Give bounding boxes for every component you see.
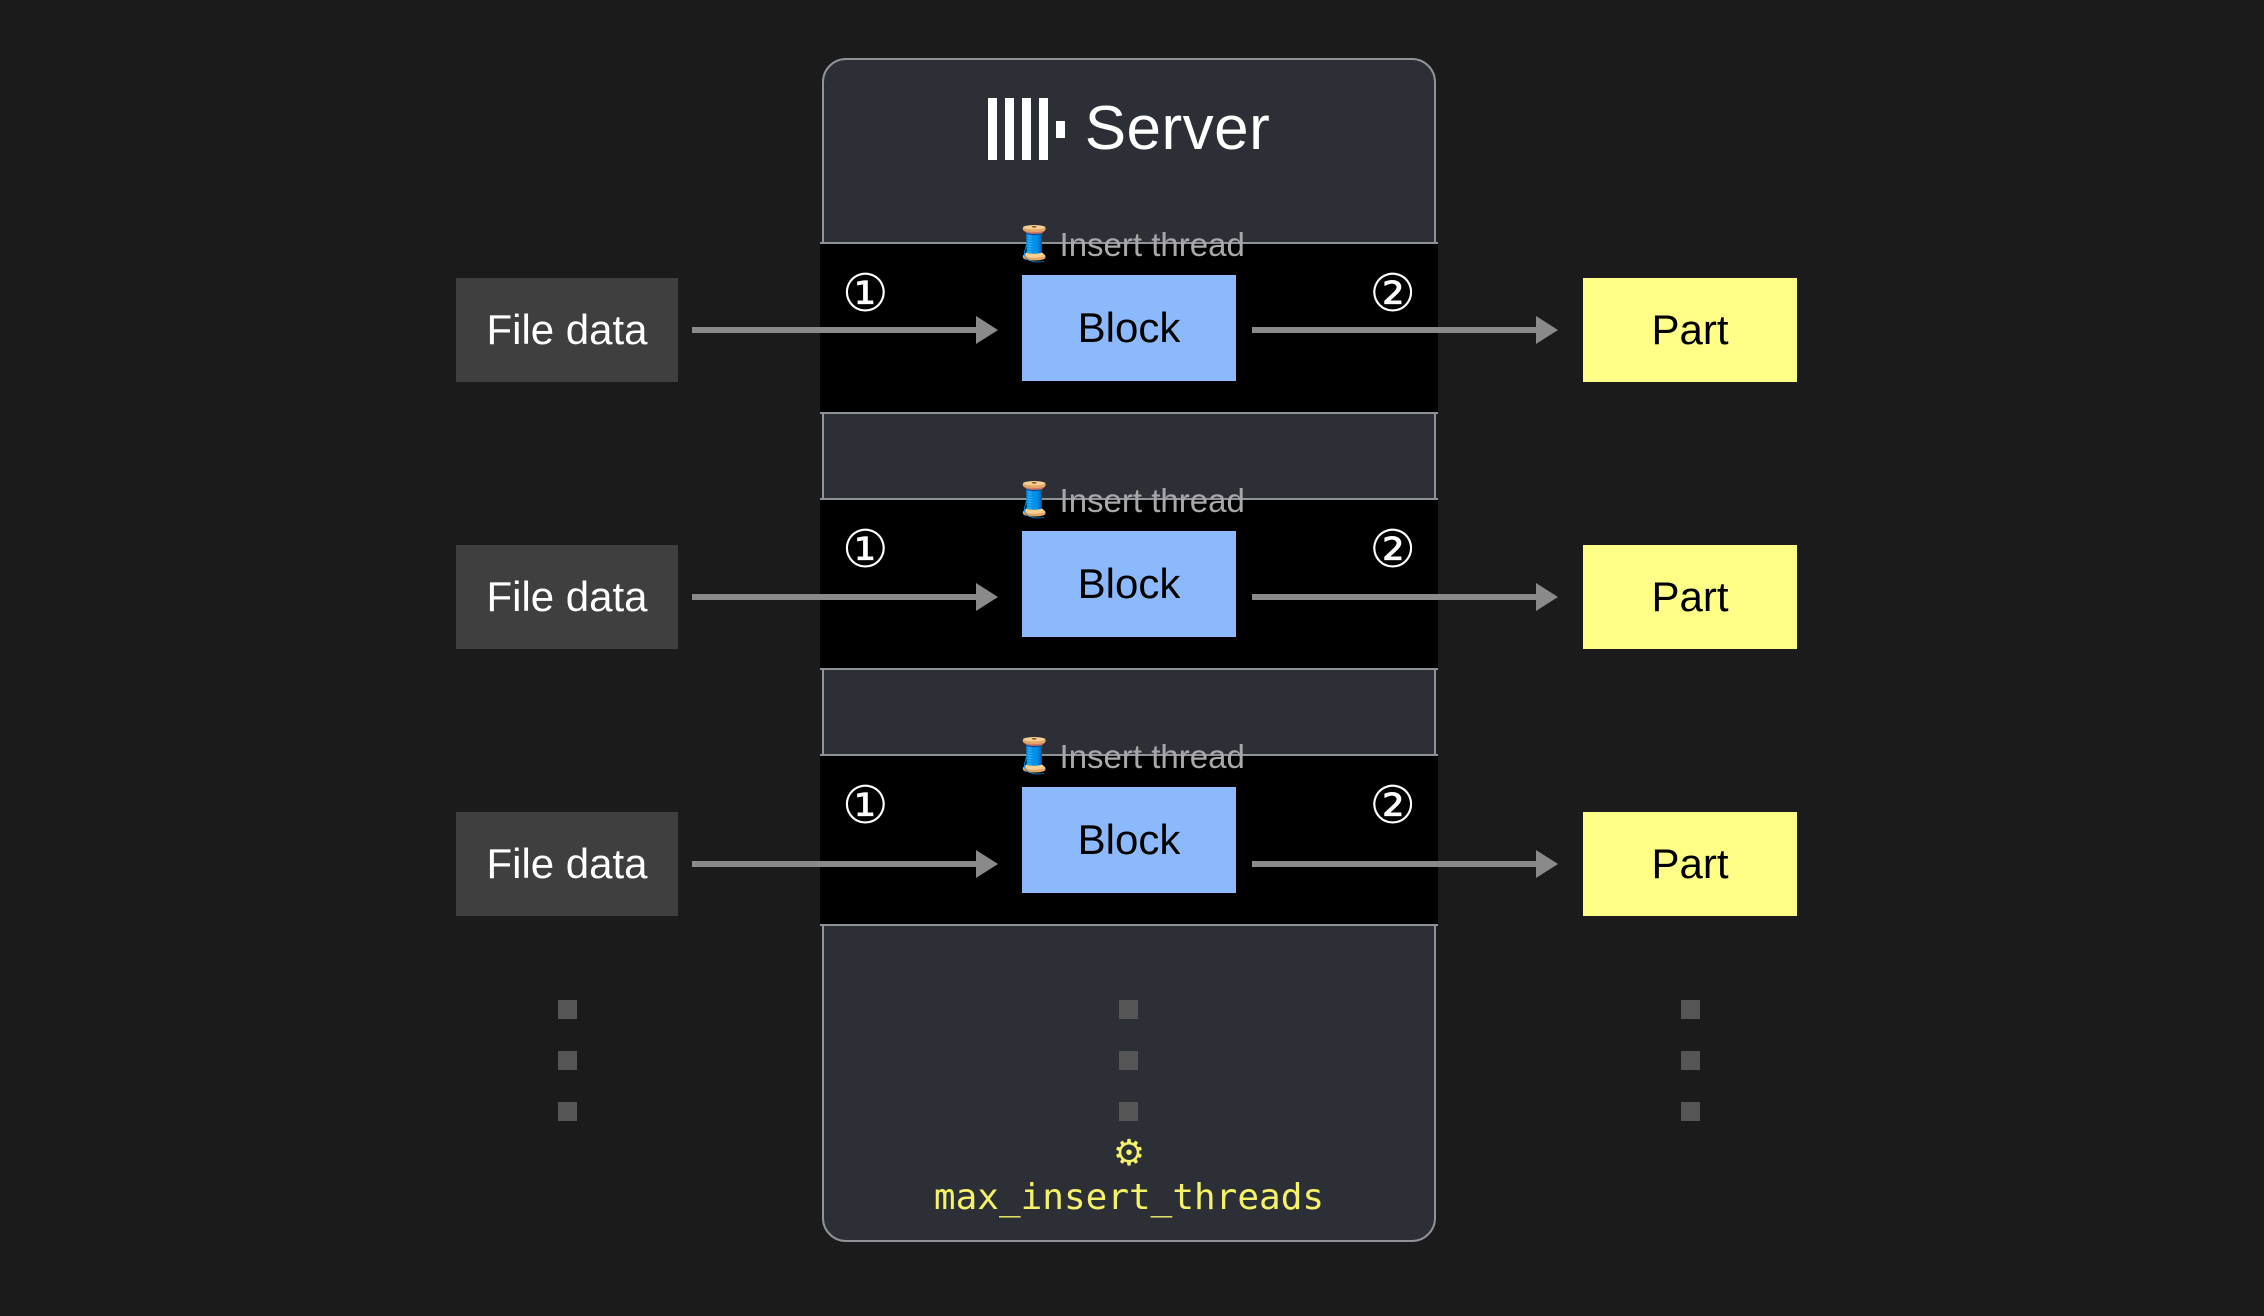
file-data-box: File data <box>456 812 678 916</box>
part-label: Part <box>1651 573 1729 620</box>
part-box: Part <box>1583 812 1797 916</box>
arrow-block-to-part <box>1252 594 1538 600</box>
setting-name-label: max_insert_threads <box>933 1177 1325 1218</box>
insert-thread-band: 🧵 Insert thread ① ② Block <box>820 483 1438 670</box>
clickhouse-logo-icon <box>987 98 1065 160</box>
ellipsis-square <box>1681 1102 1700 1121</box>
block-label: Block <box>1077 304 1181 351</box>
part-box: Part <box>1583 545 1797 649</box>
ellipsis-dots-right <box>1681 1000 1700 1121</box>
file-data-box: File data <box>456 278 678 382</box>
insert-thread-label-text: Insert thread <box>1059 481 1245 519</box>
block-box: Block <box>1022 275 1236 381</box>
ellipsis-square <box>1119 1102 1138 1121</box>
file-data-label: File data <box>486 306 648 353</box>
ellipsis-square <box>558 1102 577 1121</box>
part-label: Part <box>1651 840 1729 887</box>
step-number-one: ① <box>842 265 889 323</box>
gear-icon: ⚙ <box>1112 1132 1146 1173</box>
ellipsis-square <box>1681 1000 1700 1019</box>
ellipsis-square <box>1119 1051 1138 1070</box>
step-number-two: ② <box>1369 265 1416 323</box>
arrow-file-to-block <box>692 594 978 600</box>
file-data-label: File data <box>486 573 648 620</box>
insert-thread-label: 🧵 Insert thread <box>1011 739 1247 773</box>
arrow-file-to-block <box>692 327 978 333</box>
arrow-file-to-block <box>692 861 978 867</box>
insert-thread-label: 🧵 Insert thread <box>1011 227 1247 261</box>
step-number-one: ① <box>842 521 889 579</box>
part-box: Part <box>1583 278 1797 382</box>
insert-thread-band: 🧵 Insert thread ① ② Block <box>820 739 1438 926</box>
ellipsis-dots-middle <box>1119 1000 1138 1121</box>
server-title-label: Server <box>1084 94 1271 163</box>
step-number-two: ② <box>1369 777 1416 835</box>
ellipsis-square <box>558 1000 577 1019</box>
thread-spool-icon: 🧵 <box>1013 481 1056 519</box>
thread-spool-icon: 🧵 <box>1013 737 1056 775</box>
thread-spool-icon: 🧵 <box>1013 225 1056 263</box>
ellipsis-square <box>1119 1000 1138 1019</box>
arrow-block-to-part <box>1252 861 1538 867</box>
setting-annotation: ⚙ max_insert_threads <box>822 1132 1436 1219</box>
step-number-two: ② <box>1369 521 1416 579</box>
block-label: Block <box>1077 560 1181 607</box>
ellipsis-square <box>558 1051 577 1070</box>
insert-thread-label-text: Insert thread <box>1059 737 1245 775</box>
block-label: Block <box>1077 816 1181 863</box>
arrow-block-to-part <box>1252 327 1538 333</box>
file-data-label: File data <box>486 840 648 887</box>
block-box: Block <box>1022 531 1236 637</box>
ellipsis-square <box>1681 1051 1700 1070</box>
block-box: Block <box>1022 787 1236 893</box>
server-title: Server <box>824 98 1434 160</box>
insert-thread-label: 🧵 Insert thread <box>1011 483 1247 517</box>
step-number-one: ① <box>842 777 889 835</box>
insert-thread-label-text: Insert thread <box>1059 225 1245 263</box>
part-label: Part <box>1651 306 1729 353</box>
ellipsis-dots-left <box>558 1000 577 1121</box>
file-data-box: File data <box>456 545 678 649</box>
